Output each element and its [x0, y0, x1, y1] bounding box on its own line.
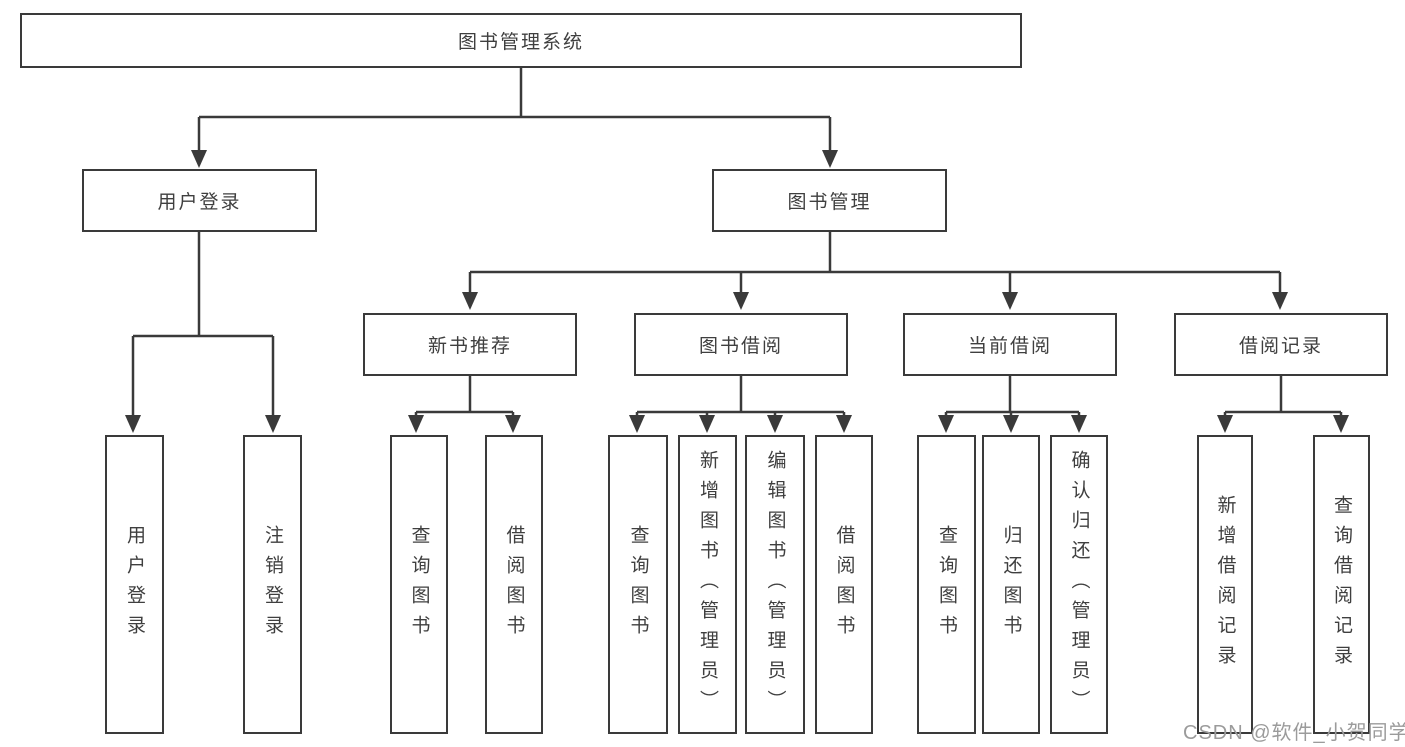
arrow-icon — [191, 150, 207, 168]
leaf-return-books: 归还图书 — [982, 435, 1040, 734]
watermark: CSDN @软件_小贺同学 — [1183, 722, 1405, 744]
connector-borrowing-records — [1223, 376, 1343, 416]
connector-new-book — [414, 376, 515, 416]
arrow-icon — [1333, 415, 1349, 433]
leaf-borrow-books-1: 借阅图书 — [485, 435, 543, 734]
leaf-add-book-admin: 新增图书（管理员） — [678, 435, 737, 734]
leaf-logout: 注销登录 — [243, 435, 302, 734]
arrow-icon — [938, 415, 954, 433]
node-book-management: 图书管理 — [712, 169, 947, 232]
arrow-icon — [1272, 292, 1288, 310]
leaf-confirm-return-admin: 确认归还（管理员） — [1050, 435, 1108, 734]
connector-book-borrowing — [635, 376, 846, 416]
arrow-icon — [836, 415, 852, 433]
arrow-icon — [1217, 415, 1233, 433]
node-user-login: 用户登录 — [82, 169, 317, 232]
arrow-icon — [265, 415, 281, 433]
node-book-borrowing: 图书借阅 — [634, 313, 848, 376]
arrow-icon — [767, 415, 783, 433]
node-borrowing-records: 借阅记录 — [1174, 313, 1388, 376]
arrow-icon — [1002, 292, 1018, 310]
leaf-query-books-2: 查询图书 — [608, 435, 668, 734]
arrow-icon — [505, 415, 521, 433]
arrow-icon — [462, 292, 478, 310]
leaf-query-books-3: 查询图书 — [917, 435, 976, 734]
node-new-book-recommendation: 新书推荐 — [363, 313, 577, 376]
connector-book-management — [468, 232, 1282, 293]
arrow-icon — [1003, 415, 1019, 433]
leaf-query-books-1: 查询图书 — [390, 435, 448, 734]
arrow-icon — [629, 415, 645, 433]
node-library-system: 图书管理系统 — [20, 13, 1022, 68]
leaf-add-borrow-record: 新增借阅记录 — [1197, 435, 1253, 734]
arrow-icon — [733, 292, 749, 310]
leaf-edit-book-admin: 编辑图书（管理员） — [745, 435, 805, 734]
leaf-user-login: 用户登录 — [105, 435, 164, 734]
leaf-borrow-books-2: 借阅图书 — [815, 435, 873, 734]
arrow-icon — [699, 415, 715, 433]
connector-user-login — [131, 232, 275, 416]
connector-root — [197, 68, 832, 151]
arrow-icon — [822, 150, 838, 168]
arrow-icon — [1071, 415, 1087, 433]
leaf-query-borrow-record: 查询借阅记录 — [1313, 435, 1370, 734]
node-current-borrowing: 当前借阅 — [903, 313, 1117, 376]
arrow-icon — [125, 415, 141, 433]
connector-current-borrowing — [944, 376, 1081, 416]
arrow-icon — [408, 415, 424, 433]
